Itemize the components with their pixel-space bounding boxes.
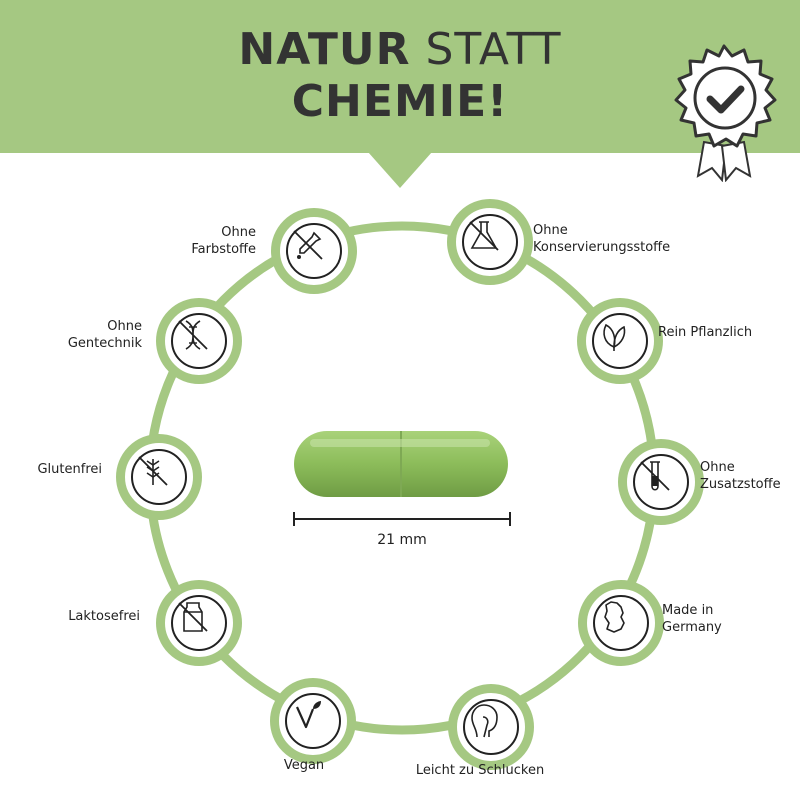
feature-badge-leicht-zu-schlucken bbox=[448, 684, 534, 770]
wheat-crossed-icon bbox=[138, 456, 168, 486]
feature-badge-ohne-gentechnik bbox=[156, 298, 242, 384]
feature-badge-ohne-zusatzstoffe bbox=[618, 439, 704, 525]
feature-label-laktosefrei: Laktosefrei bbox=[68, 609, 140, 624]
feature-label-glutenfrei: Glutenfrei bbox=[37, 462, 102, 477]
dna-crossed-icon bbox=[178, 320, 208, 350]
header-notch bbox=[368, 152, 432, 188]
milk-crossed-icon bbox=[178, 602, 208, 632]
flask-crossed-icon bbox=[469, 221, 499, 251]
feature-badge-rein-pflanzlich bbox=[577, 298, 663, 384]
capsule-image bbox=[294, 431, 508, 497]
headline-line-2: CHEMIE! bbox=[291, 76, 509, 127]
feature-badge-made-in-germany bbox=[578, 580, 664, 666]
headline-line-1: NATUR STATT bbox=[238, 24, 562, 75]
dropper-crossed-icon bbox=[293, 230, 323, 260]
measurement-line bbox=[293, 512, 511, 526]
measurement-label: 21 mm bbox=[377, 532, 427, 548]
feature-badge-ohne-farbstoffe bbox=[271, 208, 357, 294]
feature-label-leicht-zu-schlucken: Leicht zu Schlucken bbox=[415, 763, 545, 778]
vegan-v-icon bbox=[295, 701, 321, 729]
feature-label-rein-pflanzlich: Rein Pflanzlich bbox=[658, 325, 753, 340]
feature-badge-ohne-konservierungsstoffe bbox=[447, 199, 533, 285]
germany-map-icon bbox=[604, 601, 625, 633]
feature-badge-vegan bbox=[270, 678, 356, 764]
feature-badge-laktosefrei bbox=[156, 580, 242, 666]
testtube-crossed-icon bbox=[640, 461, 670, 491]
check-seal-icon bbox=[674, 44, 777, 182]
head-swallow-icon bbox=[471, 704, 498, 738]
header-banner bbox=[0, 0, 800, 153]
feature-label-vegan: Vegan bbox=[283, 758, 325, 773]
feature-badge-glutenfrei bbox=[116, 434, 202, 520]
leaves-icon bbox=[603, 323, 626, 351]
